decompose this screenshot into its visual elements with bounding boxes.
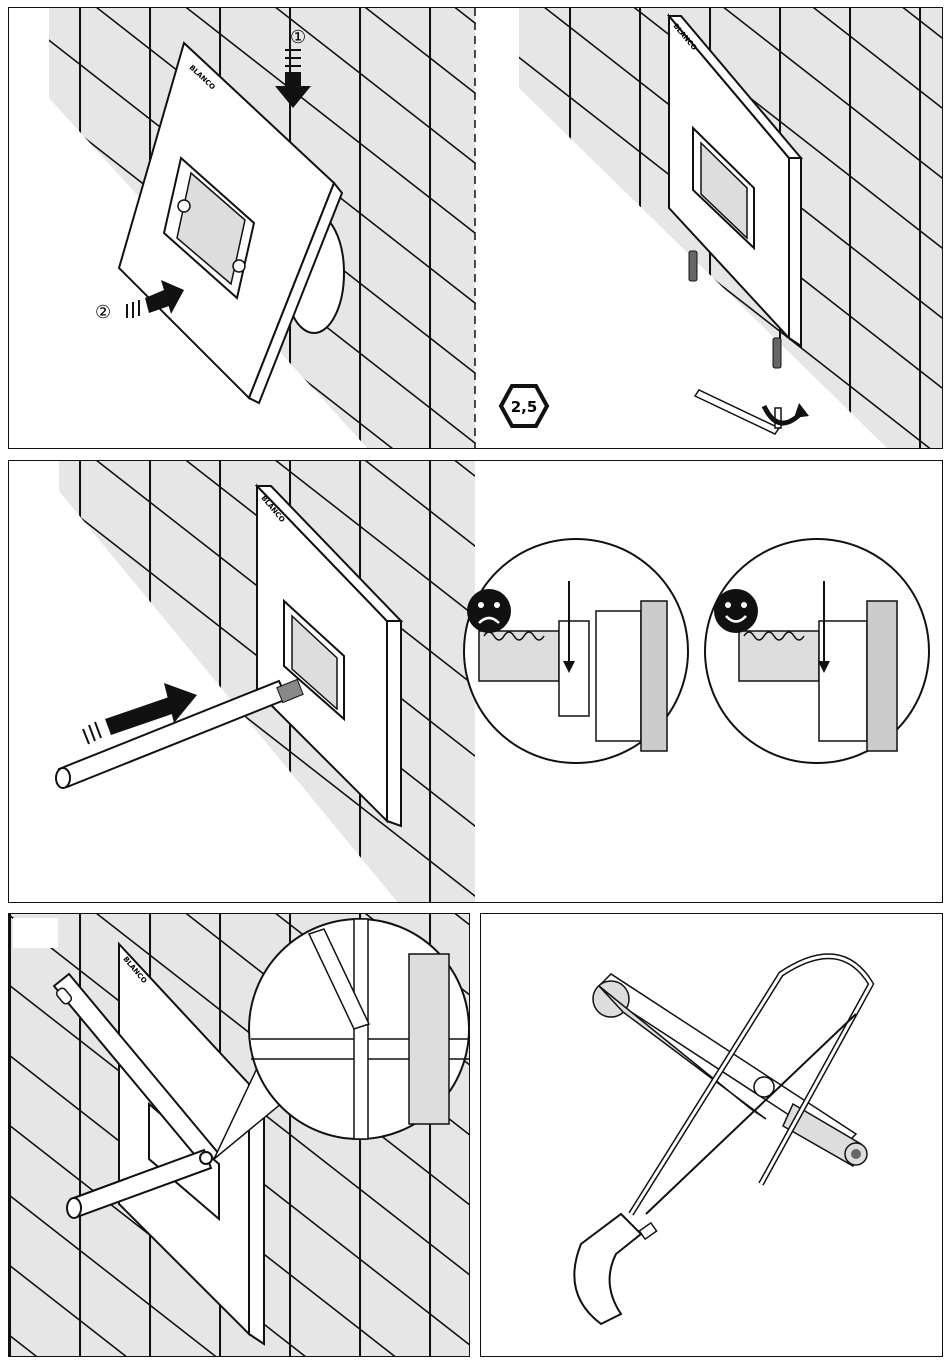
step-two-marker: ② xyxy=(95,302,111,323)
panel-marking-illustration: BLANCO xyxy=(9,914,470,1357)
panel-pipe-insertion: BLANCO xyxy=(8,460,943,903)
panel-pipe-cutting xyxy=(480,913,943,1357)
allen-key-icon xyxy=(695,390,809,434)
smiley-face-icon xyxy=(714,589,758,633)
panel-insertion-illustration: BLANCO xyxy=(9,461,943,903)
panel-pipe-marking: BLANCO xyxy=(8,913,470,1357)
panel-cutting-illustration xyxy=(481,914,943,1357)
detail-correct xyxy=(705,539,929,763)
panel-mounting-steps: BLANCO ① ② BLANCO xyxy=(8,7,943,449)
hex-size-icon: 2,5 xyxy=(501,386,547,426)
hex-size-label: 2,5 xyxy=(511,398,538,416)
panel-label-box xyxy=(13,918,58,948)
detail-wrong xyxy=(464,539,688,763)
step-one-marker: ① xyxy=(290,27,306,48)
sad-face-icon xyxy=(467,589,511,633)
panel-mounting-illustration: BLANCO ① ② BLANCO xyxy=(9,8,943,449)
